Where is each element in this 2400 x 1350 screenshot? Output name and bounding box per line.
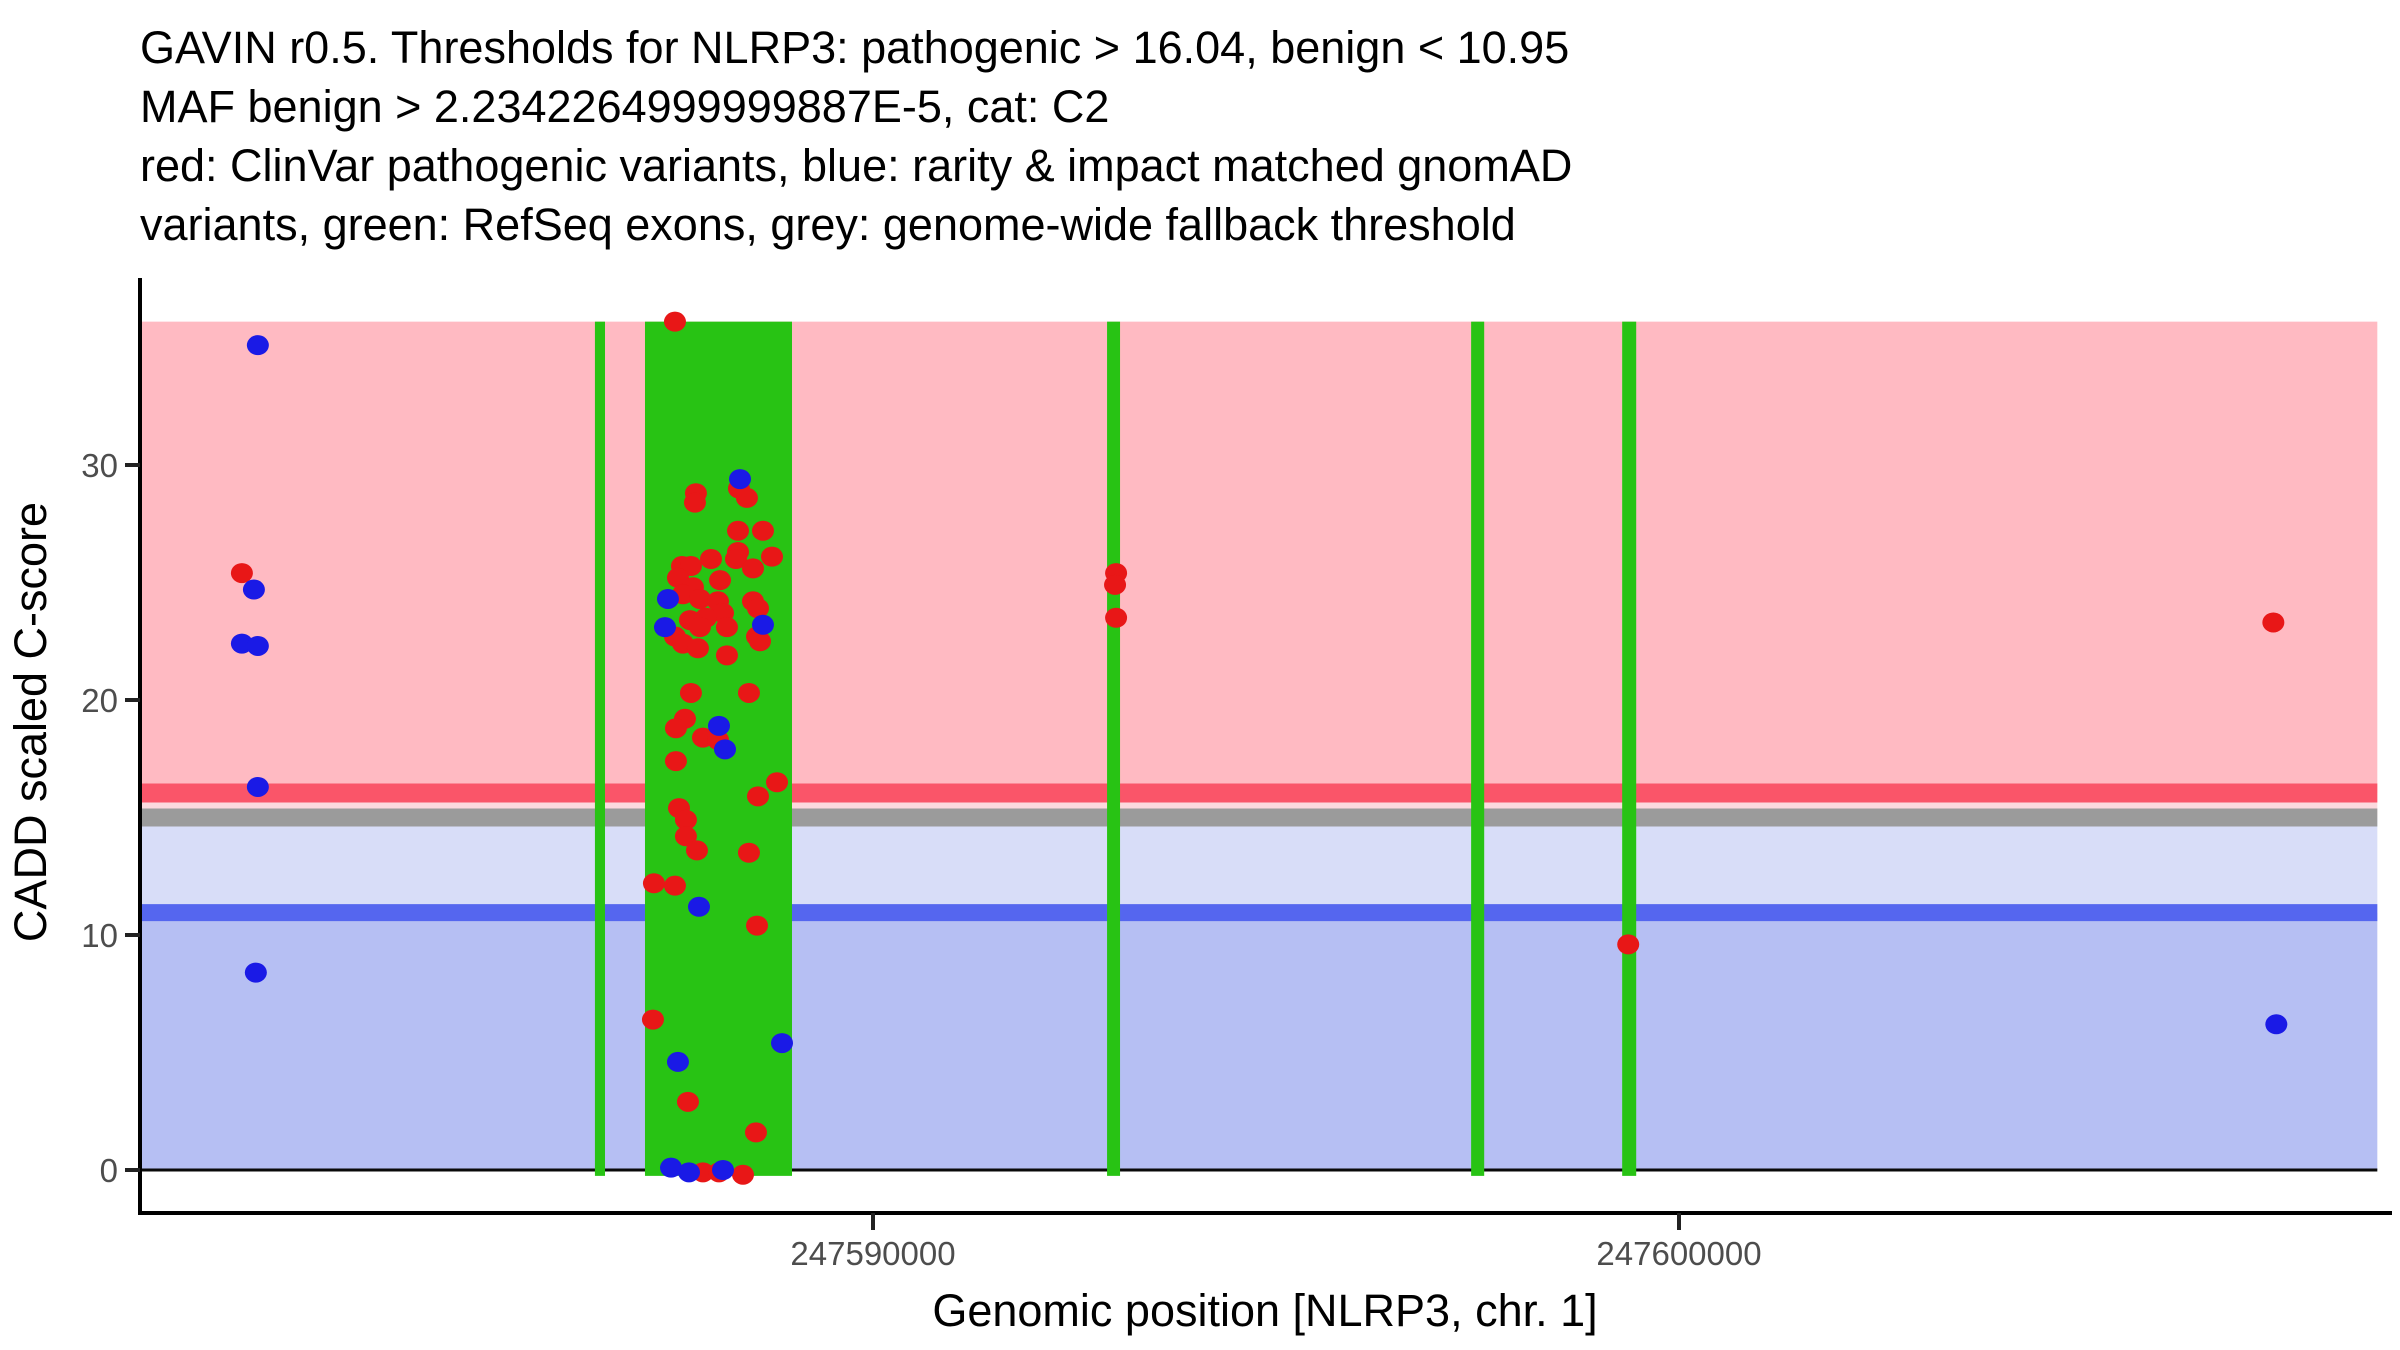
- y-tick-label-10: 10: [81, 917, 118, 954]
- y-axis-title: CADD scaled C-score: [5, 502, 56, 942]
- refseq-exons: [594, 321, 1637, 1176]
- gnomad-matched-variant-point: [656, 588, 679, 609]
- clinvar-pathogenic-variant-point: [664, 751, 687, 772]
- gnomad-matched-variant-point: [712, 1160, 735, 1180]
- clinvar-pathogenic-variant-point: [688, 617, 711, 638]
- clinvar-pathogenic-variant-point: [735, 487, 758, 508]
- clinvar-pathogenic-variant-point: [663, 311, 686, 332]
- clinvar-pathogenic-variant-point: [746, 598, 769, 619]
- clinvar-pathogenic-variant-point: [686, 638, 709, 659]
- clinvar-pathogenic-variant-point: [751, 520, 774, 541]
- clinvar-pathogenic-variant-point: [748, 631, 771, 652]
- pathogenic-region: [141, 321, 2378, 794]
- clinvar-pathogenic-variant-point: [715, 617, 738, 638]
- exon-bar: [1471, 321, 1485, 1176]
- chart-title-line-1: GAVIN r0.5. Thresholds for NLRP3: pathog…: [140, 22, 1570, 73]
- exon-bar: [1622, 321, 1637, 1176]
- clinvar-pathogenic-variant-point: [741, 558, 764, 579]
- clinvar-pathogenic-variant-point: [688, 588, 711, 609]
- clinvar-pathogenic-variant-point: [230, 563, 253, 584]
- gnomad-matched-variant-point: [244, 962, 267, 983]
- gnomad-matched-variant-point: [729, 469, 752, 490]
- y-tick-label-30: 30: [81, 447, 118, 484]
- exon-bar: [1107, 321, 1121, 1176]
- gnomad-matched-variant-point: [660, 1157, 683, 1178]
- clinvar-pathogenic-variant-point: [674, 826, 697, 847]
- clinvar-pathogenic-variant-point: [1617, 934, 1640, 955]
- clinvar-pathogenic-variant-point: [726, 520, 749, 541]
- gnomad-matched-variant-point: [666, 1051, 689, 1072]
- benign-region: [141, 912, 2378, 1170]
- x-axis-title: Genomic position [NLRP3, chr. 1]: [932, 1285, 1597, 1336]
- clinvar-pathogenic-variant-point: [744, 1122, 767, 1143]
- clinvar-pathogenic-variant-point: [683, 492, 706, 513]
- x-tick-label-247600000: 247600000: [1596, 1235, 1761, 1272]
- clinvar-pathogenic-variant-point: [664, 718, 687, 739]
- threshold-regions: [141, 321, 2378, 1170]
- chart-title-line-3: red: ClinVar pathogenic variants, blue: …: [140, 140, 1573, 191]
- gnomad-matched-variant-point: [246, 335, 269, 356]
- y-tick-label-0: 0: [100, 1152, 118, 1189]
- clinvar-pathogenic-variant-point: [746, 915, 769, 936]
- clinvar-pathogenic-variant-point: [2262, 612, 2285, 633]
- gnomad-matched-variant-point: [246, 635, 269, 656]
- gnomad-matched-variant-point: [771, 1033, 794, 1054]
- clinvar-pathogenic-variant-point: [737, 682, 760, 703]
- clinvar-pathogenic-variant-point: [746, 786, 769, 807]
- variant-points: [230, 311, 2288, 1185]
- clinvar-pathogenic-variant-point: [761, 546, 784, 567]
- gnomad-matched-variant-point: [246, 776, 269, 797]
- clinvar-pathogenic-variant-point: [766, 772, 789, 793]
- gnomad-matched-variant-point: [677, 1162, 700, 1183]
- clinvar-pathogenic-variant-point: [642, 873, 665, 894]
- clinvar-pathogenic-variant-point: [685, 840, 708, 861]
- clinvar-pathogenic-variant-point: [674, 809, 697, 830]
- clinvar-pathogenic-variant-point: [724, 549, 747, 569]
- clinvar-pathogenic-variant-point: [709, 570, 732, 591]
- gnomad-matched-variant-point: [2265, 1014, 2288, 1035]
- gnomad-matched-variant-point: [707, 715, 730, 736]
- clinvar-pathogenic-variant-point: [715, 645, 738, 666]
- clinvar-pathogenic-variant-point: [641, 1009, 664, 1030]
- chart-title: GAVIN r0.5. Thresholds for NLRP3: pathog…: [140, 18, 1572, 254]
- threshold-lines: [141, 783, 2378, 1172]
- vous-region: [141, 817, 2378, 913]
- clinvar-pathogenic-variant-point: [1105, 607, 1128, 628]
- gnomad-matched-variant-point: [242, 579, 265, 600]
- x-tick-label-247590000: 247590000: [790, 1235, 955, 1272]
- gnomad-matched-variant-point: [714, 739, 737, 760]
- exon-bar: [594, 321, 606, 1176]
- chart-title-line-4: variants, green: RefSeq exons, grey: gen…: [140, 199, 1516, 250]
- clinvar-pathogenic-variant-point: [663, 875, 686, 896]
- clinvar-pathogenic-variant-point: [731, 1164, 754, 1185]
- chart-title-line-2: MAF benign > 2.2342264999999887E-5, cat:…: [140, 81, 1110, 132]
- y-tick-label-20: 20: [81, 682, 118, 719]
- gnomad-matched-variant-point: [687, 896, 710, 917]
- clinvar-pathogenic-variant-point: [699, 549, 722, 569]
- gnomad-matched-variant-point: [751, 614, 774, 635]
- clinvar-pathogenic-variant-point: [737, 842, 760, 863]
- clinvar-pathogenic-variant-point: [679, 682, 702, 703]
- clinvar-pathogenic-variant-point: [1104, 574, 1127, 595]
- gnomad-matched-variant-point: [653, 617, 676, 638]
- clinvar-pathogenic-variant-point: [676, 1091, 699, 1112]
